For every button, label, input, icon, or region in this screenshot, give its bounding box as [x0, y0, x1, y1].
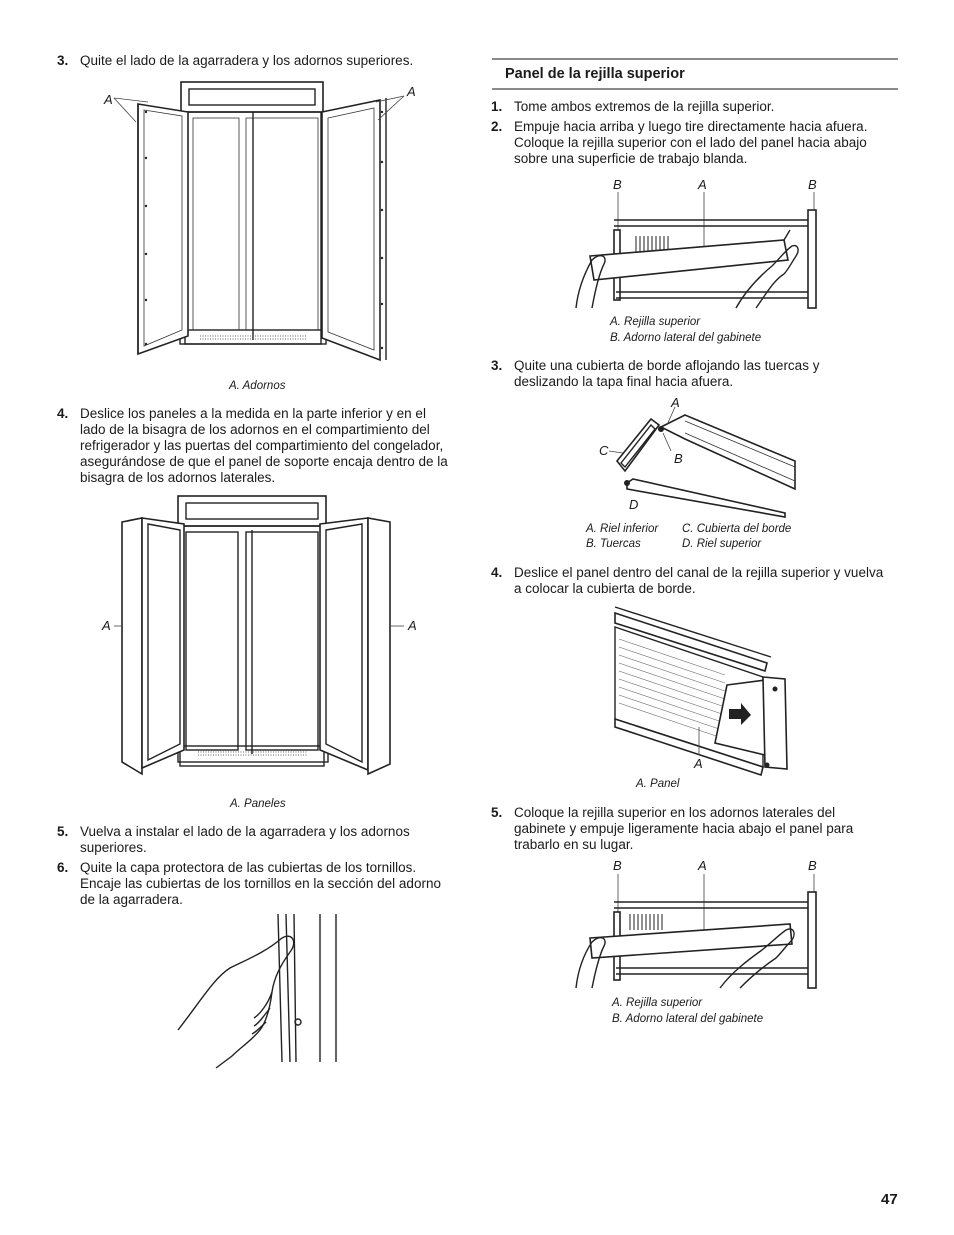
- panel-slide-figure-5: [614, 606, 788, 777]
- fig1-caption: A. Adornos: [229, 380, 286, 392]
- step-text: Vuelva a instalar el lado de la agarrade…: [80, 824, 410, 855]
- fig6-label-a: A: [698, 858, 707, 873]
- fig3-caption-a: A. Rejilla superior: [610, 316, 701, 328]
- fig5-caption: A. Panel: [636, 778, 680, 790]
- step-text: Deslice los paneles a la medida en la pa…: [80, 406, 448, 485]
- step-text: Quite la capa protectora de las cubierta…: [80, 860, 441, 907]
- grille-install-figure-6: [575, 874, 817, 989]
- fig6-caption-a: A. Rejilla superior: [612, 997, 703, 1009]
- grille-removal-figure-3: [575, 192, 817, 309]
- fridge-open-doors-figure-1: [113, 81, 405, 362]
- step-text: Quite el lado de la agarradera y los ado…: [80, 53, 414, 68]
- step-number: 4.: [57, 406, 69, 421]
- fig3-label-a: A: [698, 177, 707, 192]
- fig4-caption-a: A. Riel inferior: [586, 523, 659, 535]
- section-title: Panel de la rejilla superior: [505, 66, 685, 82]
- fig5-label-a: A: [694, 756, 703, 771]
- step-number: 5.: [491, 805, 503, 820]
- fig4-label-b: B: [674, 451, 683, 466]
- section-rule-bottom: [492, 88, 898, 90]
- step-number: 3.: [57, 53, 69, 68]
- fig3-label-b-left: B: [613, 177, 622, 192]
- fig6-label-b-left: B: [613, 858, 622, 873]
- step-number: 2.: [491, 119, 503, 134]
- fig2-label-a-left: A: [102, 618, 111, 633]
- step-number: 6.: [57, 860, 69, 875]
- step-text: Empuje hacia arriba y luego tire directa…: [514, 119, 868, 166]
- fig4-label-d: D: [629, 497, 639, 512]
- step-number: 5.: [57, 824, 69, 839]
- fig6-caption-b: B. Adorno lateral del gabinete: [612, 1013, 764, 1025]
- fig1-label-a-right: A: [407, 84, 416, 99]
- step-number: 4.: [491, 565, 503, 580]
- step-text: Tome ambos extremos de la rejilla superi…: [514, 99, 775, 114]
- fig1-label-a-left: A: [104, 92, 113, 107]
- fig2-caption: A. Paneles: [230, 798, 286, 810]
- edge-cover-figure-4: [608, 406, 796, 518]
- step-text: Quite una cubierta de borde aflojando la…: [514, 358, 820, 389]
- fig6-label-b-right: B: [808, 858, 817, 873]
- step-number: 1.: [491, 99, 503, 114]
- fig4-caption-d: D. Riel superior: [682, 538, 762, 550]
- fig3-label-b-right: B: [808, 177, 817, 192]
- fig4-label-a: A: [671, 395, 680, 410]
- step-text: Coloque la rejilla superior en los adorn…: [514, 805, 854, 852]
- step-number: 3.: [491, 358, 503, 373]
- fig4-caption-c: C. Cubierta del borde: [682, 523, 792, 535]
- hand-screw-cover-figure: [177, 913, 337, 1069]
- step-text: Deslice el panel dentro del canal de la …: [514, 565, 884, 596]
- fridge-panels-figure-2: [114, 495, 404, 776]
- fig3-caption-b: B. Adorno lateral del gabinete: [610, 332, 762, 344]
- page-number: 47: [881, 1191, 898, 1208]
- section-rule-top: [492, 58, 898, 60]
- fig2-label-a-right: A: [408, 618, 417, 633]
- fig4-label-c: C: [599, 443, 609, 458]
- fig4-caption-b: B. Tuercas: [586, 538, 641, 550]
